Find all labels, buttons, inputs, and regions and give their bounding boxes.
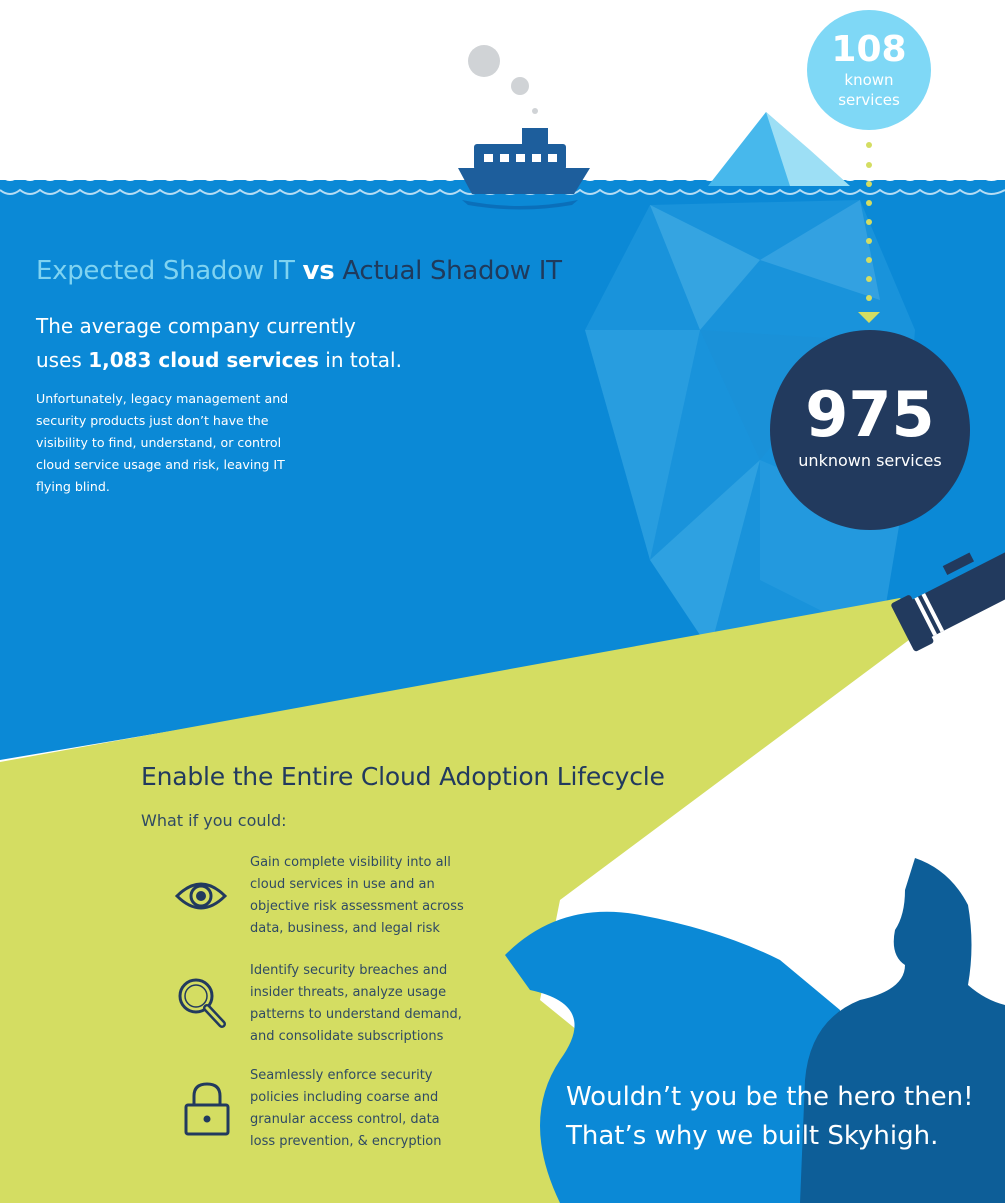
- search-icon: [178, 978, 226, 1028]
- ocean: [0, 180, 1005, 760]
- flashlight-beam: [0, 598, 925, 1203]
- flashlight: [891, 551, 1005, 652]
- unknown-services-label: unknown services: [798, 451, 942, 470]
- feature-threats: Identify security breaches and insider t…: [250, 963, 462, 1044]
- headline-expected: Expected Shadow IT: [36, 256, 295, 286]
- lifecycle-subtitle: What if you could:: [141, 811, 287, 830]
- known-services-badge: 108 known services: [807, 10, 931, 130]
- hero-tagline: Wouldn’t you be the hero then! That’s why…: [566, 1078, 996, 1156]
- unknown-services-badge: 975 unknown services: [770, 330, 970, 530]
- iceberg-tip-shade: [766, 112, 850, 186]
- headline-vs: vs: [302, 256, 335, 286]
- hero-cape: [505, 911, 840, 1203]
- lock-icon: [184, 1082, 230, 1136]
- feature-enforcement: Seamlessly enforce security policies inc…: [250, 1068, 442, 1149]
- average-line2-prefix: uses: [36, 348, 89, 372]
- feature-visibility: Gain complete visibility into all cloud …: [250, 855, 464, 936]
- average-line2-suffix: in total.: [318, 348, 402, 372]
- intro-body: Unfortunately, legacy management and sec…: [36, 391, 289, 494]
- hero-line2: That’s why we built Skyhigh.: [566, 1121, 939, 1151]
- known-services-label: known services: [838, 71, 900, 109]
- dotted-connector: [858, 142, 880, 323]
- headline: Expected Shadow IT vs Actual Shadow IT: [36, 256, 562, 286]
- known-services-value: 108: [831, 29, 907, 70]
- hero-silhouette: [800, 858, 1005, 1203]
- smoke-puff: [511, 77, 529, 95]
- headline-actual: Actual Shadow IT: [342, 256, 562, 286]
- lifecycle-title: Enable the Entire Cloud Adoption Lifecyc…: [141, 762, 665, 791]
- average-count: 1,083 cloud services: [88, 348, 319, 372]
- hero-line1: Wouldn’t you be the hero then!: [566, 1082, 974, 1112]
- eye-icon: [174, 882, 228, 910]
- unknown-services-value: 975: [805, 378, 935, 451]
- smoke-puff: [532, 108, 538, 114]
- average-line1: The average company currently: [36, 314, 356, 338]
- ship: [458, 128, 590, 210]
- average-statement: The average company currently uses 1,083 …: [36, 309, 456, 377]
- smoke-puff: [468, 45, 500, 77]
